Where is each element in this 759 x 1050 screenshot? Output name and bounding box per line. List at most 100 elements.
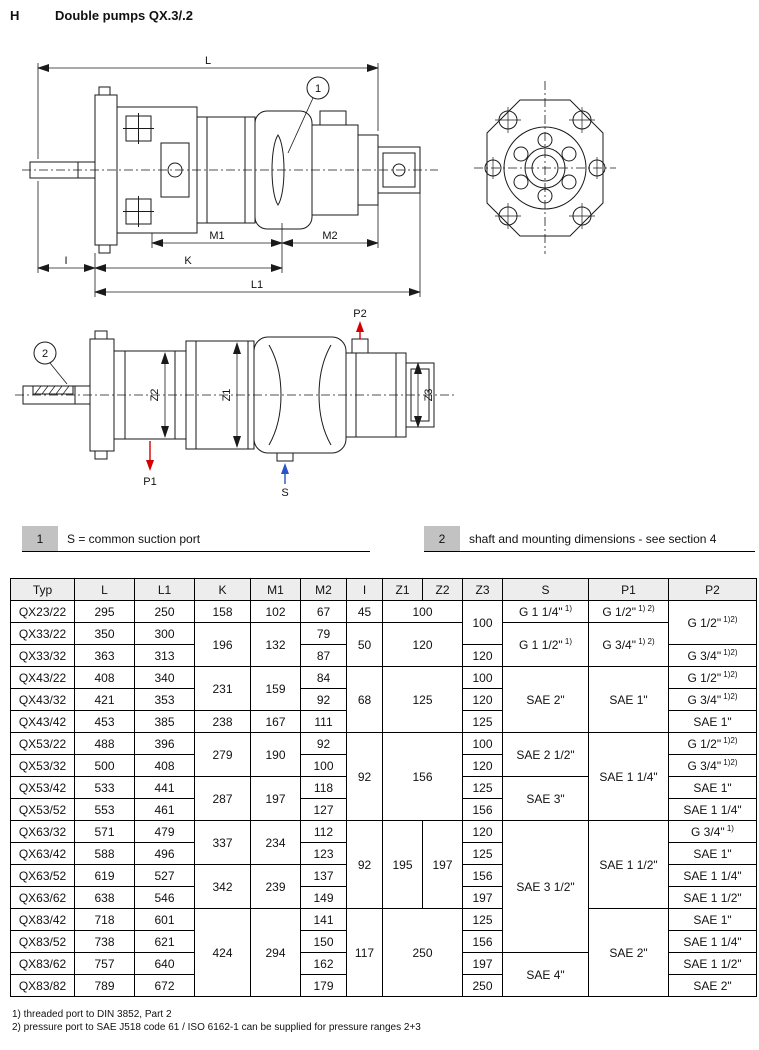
table-cell: 638 (74, 886, 135, 909)
table-cell: QX63/52 (10, 864, 75, 887)
table-cell: QX43/22 (10, 666, 75, 689)
table-cell: 601 (134, 908, 195, 931)
table-cell: 92 (300, 732, 347, 755)
footnotes: 1) threaded port to DIN 3852, Part 2 2) … (12, 1008, 421, 1034)
table-cell: SAE 2" (588, 908, 669, 997)
table-cell: QX43/32 (10, 688, 75, 711)
table-cell: 100 (462, 600, 503, 645)
column-header-s: S (502, 578, 589, 601)
table-cell: 100 (300, 754, 347, 777)
table-cell: 640 (134, 952, 195, 975)
table-cell: 100 (462, 666, 503, 689)
table-cell: QX63/62 (10, 886, 75, 909)
table-cell: 68 (346, 666, 383, 733)
section-letter: H (10, 8, 20, 23)
table-cell: 672 (134, 974, 195, 997)
table-cell: 300 (134, 622, 195, 645)
table-cell: QX63/42 (10, 842, 75, 865)
table-cell: 279 (194, 732, 251, 777)
table-cell: 408 (74, 666, 135, 689)
table-cell: 112 (300, 820, 347, 843)
table-cell: 167 (250, 710, 301, 733)
table-cell: 363 (74, 644, 135, 667)
table-cell: 197 (422, 820, 463, 909)
table-cell: SAE 3" (502, 776, 589, 821)
table-cell: 385 (134, 710, 195, 733)
column-header-l1: L1 (134, 578, 195, 601)
table-cell: SAE 1" (588, 666, 669, 733)
table-cell: SAE 3 1/2" (502, 820, 589, 953)
table-cell: 546 (134, 886, 195, 909)
table-cell: 92 (346, 820, 383, 909)
table-cell: 125 (462, 842, 503, 865)
pump-top-outline (15, 330, 455, 462)
table-cell: 150 (300, 930, 347, 953)
table-cell: SAE 1" (668, 908, 757, 931)
callout-1: 1 (287, 76, 330, 154)
table-cell: 158 (194, 600, 251, 623)
table-cell: QX83/62 (10, 952, 75, 975)
dimension-labels: L M1 M2 I K L1 (64, 55, 337, 291)
table-cell: SAE 2" (502, 666, 589, 733)
column-header-k: K (194, 578, 251, 601)
column-header-typ: Typ (10, 578, 75, 601)
table-cell: 350 (74, 622, 135, 645)
table-cell: QX53/32 (10, 754, 75, 777)
table-cell: 100 (382, 600, 463, 623)
table-cell: QX33/22 (10, 622, 75, 645)
table-cell: 488 (74, 732, 135, 755)
table-cell: 337 (194, 820, 251, 865)
port-label-p1: P1 (143, 476, 156, 488)
top-view-drawing: Z2 Z1 Z3 P2 P1 S 2 (15, 308, 455, 499)
table-cell: 396 (134, 732, 195, 755)
table-cell: 120 (382, 622, 463, 667)
table-cell: QX53/52 (10, 798, 75, 821)
table-cell: 340 (134, 666, 195, 689)
dim-label-k: K (184, 255, 192, 267)
side-view-drawing: L M1 M2 I K L1 1 (22, 55, 438, 297)
table-cell: 718 (74, 908, 135, 931)
table-cell: 250 (462, 974, 503, 997)
page-title: Double pumps QX.3/.2 (55, 8, 193, 23)
table-cell: 250 (134, 600, 195, 623)
table-cell: 453 (74, 710, 135, 733)
column-header-z3: Z3 (462, 578, 503, 601)
table-cell: SAE 2 1/2" (502, 732, 589, 777)
table-cell: 120 (462, 754, 503, 777)
table-cell: G 1/2" 1)2) (668, 666, 757, 689)
z-dimension-lines (161, 342, 422, 448)
table-cell: 111 (300, 710, 347, 733)
table-cell: 238 (194, 710, 251, 733)
legend-1-number: 1 (22, 526, 58, 551)
table-cell: 757 (74, 952, 135, 975)
table-cell: 125 (462, 710, 503, 733)
table-cell: 118 (300, 776, 347, 799)
table-cell: 553 (74, 798, 135, 821)
column-header-z2: Z2 (422, 578, 463, 601)
table-cell: G 1 1/2" 1) (502, 622, 589, 667)
table-cell: 195 (382, 820, 423, 909)
table-cell: 621 (134, 930, 195, 953)
table-cell: 117 (346, 908, 383, 997)
table-cell: 421 (74, 688, 135, 711)
table-cell: 294 (250, 908, 301, 997)
table-cell: G 1/2" 1)2) (668, 600, 757, 645)
table-cell: 250 (382, 908, 463, 997)
table-cell: G 1 1/4" 1) (502, 600, 589, 623)
table-cell: G 1/2" 1)2) (668, 732, 757, 755)
table-cell: 461 (134, 798, 195, 821)
table-cell: 45 (346, 600, 383, 623)
table-cell: 137 (300, 864, 347, 887)
table-cell: QX23/22 (10, 600, 75, 623)
